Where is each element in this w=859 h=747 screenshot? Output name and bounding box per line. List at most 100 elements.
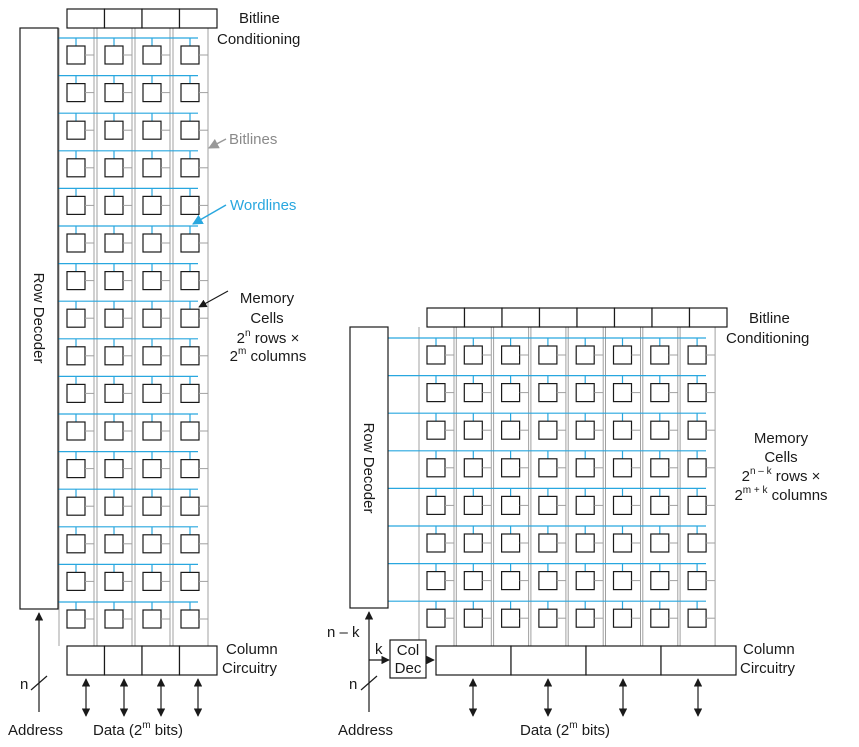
left-memory-cols-label: 2m columns <box>230 346 307 365</box>
conditioning-cell <box>688 307 728 328</box>
memory-cell <box>180 571 200 592</box>
memory-cell <box>538 533 558 553</box>
memory-cell <box>142 82 162 103</box>
memory-cell <box>180 82 200 103</box>
wordlines-pointer-arrow <box>192 204 227 225</box>
column-circuit-cell <box>585 645 662 676</box>
column-circuit-cell <box>510 645 587 676</box>
memory-cell <box>66 271 86 291</box>
memory-cell <box>612 495 633 515</box>
column-circuit-cell <box>103 645 143 676</box>
memory-cell <box>66 233 86 253</box>
memory-cell <box>575 570 595 591</box>
memory-cell <box>538 608 558 628</box>
memory-cell <box>426 533 446 553</box>
memory-cell <box>501 570 521 591</box>
memory-cell <box>142 308 162 328</box>
conditioning-cell <box>613 307 653 328</box>
memory-cell <box>180 421 200 441</box>
column-circuit-cell <box>141 645 181 676</box>
right-address-slash <box>360 675 378 691</box>
right-k-label: k <box>375 641 383 658</box>
memory-cell <box>180 195 200 215</box>
right-memory-label-1: Memory <box>754 430 809 447</box>
memory-cell <box>426 458 446 478</box>
memory-cell <box>180 534 200 554</box>
memory-cell <box>463 458 483 478</box>
right-memory-label-2: Cells <box>764 449 797 466</box>
memory-cell <box>66 496 86 516</box>
memory-cell <box>687 570 707 591</box>
memory-cell <box>575 345 595 365</box>
column-circuit-cell <box>435 645 512 676</box>
conditioning-cell <box>178 8 218 29</box>
memory-cell <box>142 271 162 291</box>
memory-cell <box>687 420 707 440</box>
memory-cell <box>501 608 521 628</box>
memory-cell <box>66 421 86 441</box>
memory-cell <box>612 458 633 478</box>
memory-cell <box>687 495 707 515</box>
memory-cell <box>66 346 86 366</box>
memory-cell <box>650 458 670 478</box>
memory-cell <box>575 533 595 553</box>
wordlines-label: Wordlines <box>230 197 296 214</box>
conditioning-cell <box>576 307 616 328</box>
left-memory-rows-label: 2n rows × <box>237 328 300 347</box>
memory-cell <box>180 459 200 479</box>
left-data-label: Data (2m bits) <box>93 720 183 739</box>
memory-cell <box>575 383 595 403</box>
right-cell-grid <box>388 327 716 646</box>
left-data-arrows <box>81 678 203 717</box>
memory-cell <box>501 495 521 515</box>
memory-cell <box>180 271 200 291</box>
memory-cell <box>426 383 446 403</box>
conditioning-cell <box>66 8 106 29</box>
memory-cell <box>66 45 86 65</box>
left-address-slash <box>30 675 48 691</box>
memory-cell <box>104 271 124 291</box>
memory-cell <box>538 420 558 440</box>
memory-cell <box>463 533 483 553</box>
left-bitline-conditioning <box>66 8 218 29</box>
memory-cell <box>426 345 446 365</box>
right-address-label: Address <box>338 722 393 739</box>
memory-cell <box>501 533 521 553</box>
memory-cell <box>426 570 446 591</box>
memory-cell <box>575 608 595 628</box>
memory-cell <box>180 496 200 516</box>
right-col-dec-label-1: Col <box>397 642 420 659</box>
bitlines-pointer-arrow <box>208 138 227 149</box>
memory-cells-pointer-arrow <box>198 290 229 308</box>
memory-cell <box>104 534 124 554</box>
right-column-label-1: Column <box>743 641 795 658</box>
memory-cell <box>575 420 595 440</box>
memory-cell <box>501 420 521 440</box>
memory-cell <box>463 608 483 628</box>
memory-cell <box>66 308 86 328</box>
memory-cell <box>538 383 558 403</box>
memory-cell <box>142 120 162 140</box>
memory-cell <box>463 495 483 515</box>
right-column-circuitry <box>435 645 737 676</box>
memory-cell <box>650 383 670 403</box>
memory-cell <box>142 383 162 403</box>
right-row-decoder-label: Row Decoder <box>360 423 377 514</box>
memory-cell <box>463 420 483 440</box>
conditioning-cell <box>141 8 181 29</box>
memory-cell <box>104 346 124 366</box>
memory-cell <box>650 345 670 365</box>
left-memory-label-2: Cells <box>250 310 283 327</box>
left-row-decoder-label: Row Decoder <box>30 273 47 364</box>
memory-cell <box>66 571 86 592</box>
memory-cell <box>104 45 124 65</box>
memory-cell <box>687 608 707 628</box>
memory-cell <box>687 458 707 478</box>
left-conditioning-label-2: Conditioning <box>217 31 300 48</box>
memory-cell <box>180 308 200 328</box>
right-column-label-2: Circuitry <box>740 660 795 677</box>
memory-cell <box>180 609 200 629</box>
memory-cell <box>180 45 200 65</box>
memory-cell <box>104 459 124 479</box>
